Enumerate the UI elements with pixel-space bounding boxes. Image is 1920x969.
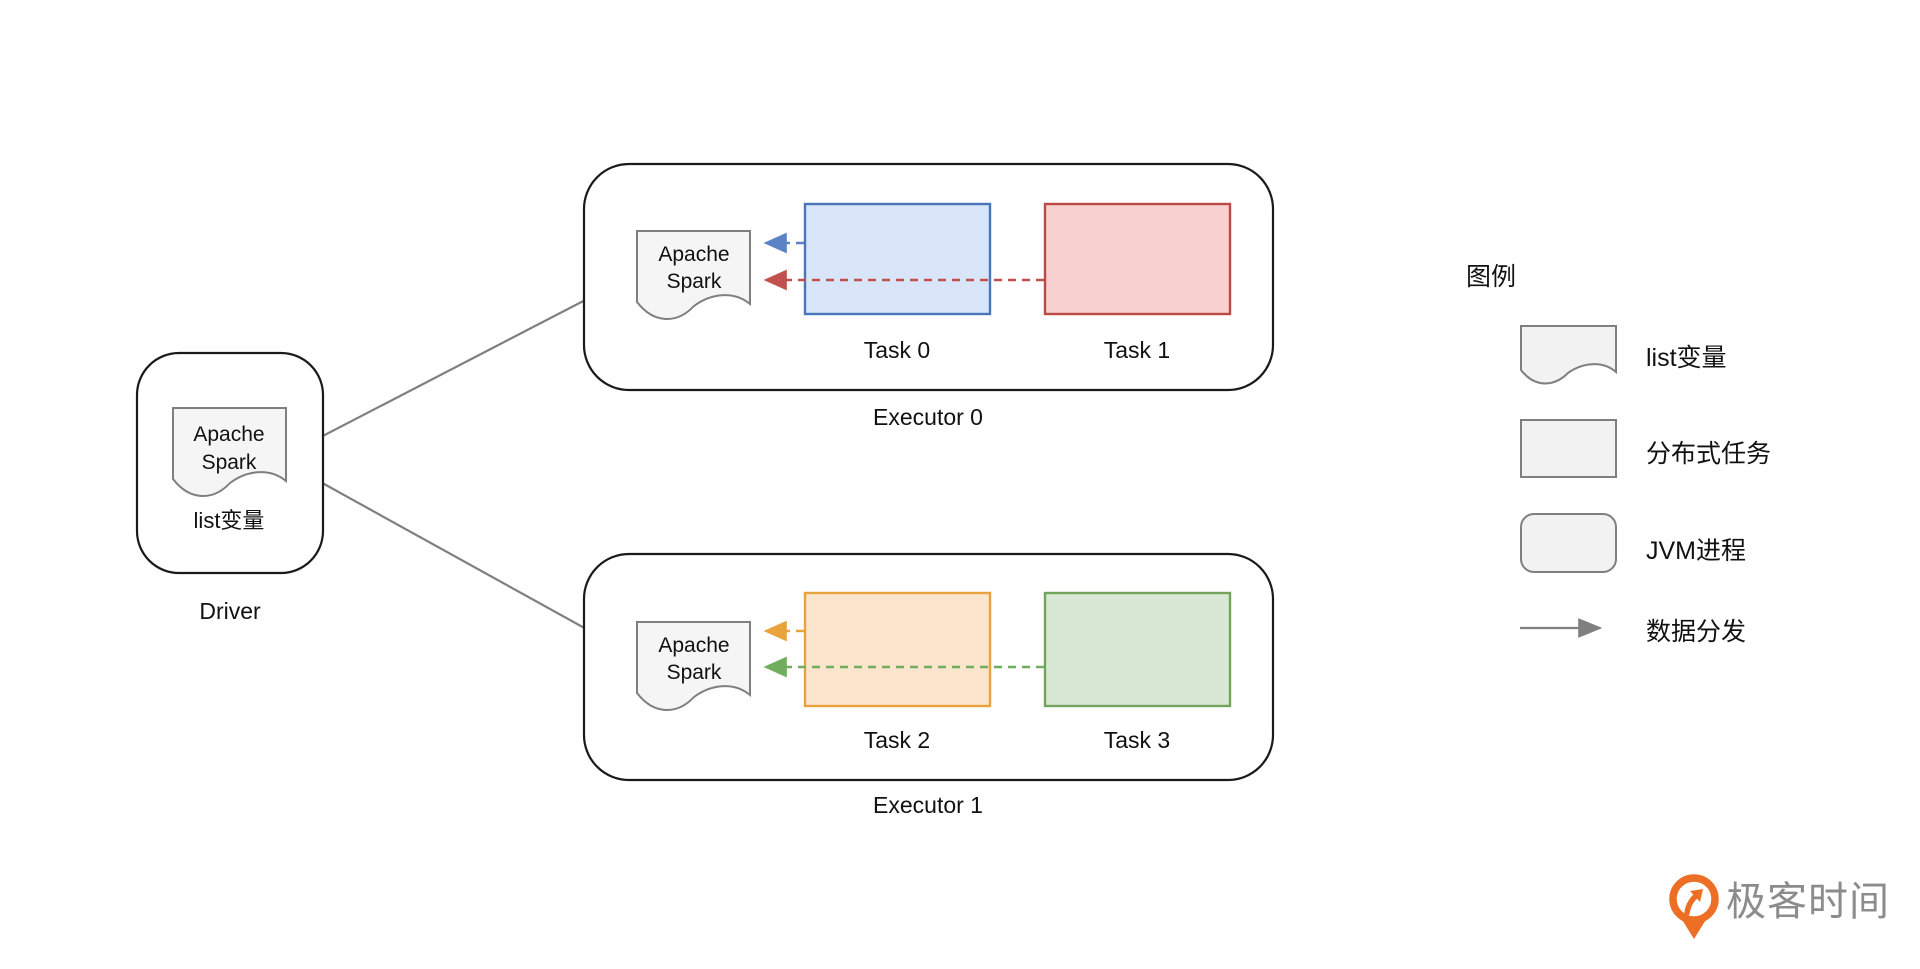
rectangle-shape-icon xyxy=(1520,419,1617,478)
executor1-list-variable-doc xyxy=(636,621,751,711)
legend-title: 图例 xyxy=(1466,263,1516,291)
legend-item-distributed-task: 分布式任务 xyxy=(1520,419,1771,478)
logo-text: 极客时间 xyxy=(1726,880,1890,924)
legend-item-list-variable: list变量 xyxy=(1520,325,1727,385)
driver-doc-text-line2: Spark xyxy=(202,451,257,474)
executor1-task2-rect xyxy=(803,591,992,708)
legend-item-jvm-process: JVM进程 xyxy=(1520,513,1746,573)
document-shape-icon xyxy=(1520,325,1617,385)
driver-group: Apache Spark list变量 Driver xyxy=(135,351,325,624)
legend-item-label: 分布式任务 xyxy=(1646,440,1771,468)
legend-item-label: 数据分发 xyxy=(1646,618,1746,646)
executor0-doc-text-line2: Spark xyxy=(667,270,722,293)
task3-label: Task 3 xyxy=(1104,727,1170,753)
task0-label: Task 0 xyxy=(864,337,930,363)
executor1-title: Executor 1 xyxy=(873,792,983,818)
executor1-task3-rect xyxy=(1043,591,1232,708)
geektime-pin-icon xyxy=(1669,874,1719,939)
driver-doc-caption: list变量 xyxy=(194,508,265,533)
executor0-list-variable-doc xyxy=(636,230,751,320)
rounded-rectangle-shape-icon xyxy=(1520,513,1617,573)
data-distribution-arrow-executor0 xyxy=(287,278,626,455)
task2-label: Task 2 xyxy=(864,727,930,753)
executor1-doc-text-line2: Spark xyxy=(667,661,722,684)
driver-title: Driver xyxy=(199,598,261,624)
pin-arrow-head xyxy=(1690,889,1703,902)
driver-list-variable-doc xyxy=(172,407,287,497)
data-distribution-arrow-executor1 xyxy=(287,463,630,654)
executor1-doc-text-line1: Apache xyxy=(658,634,729,657)
executor1-group: Apache Spark Task 2 Task 3 Executor 1 xyxy=(582,552,1275,818)
legend-item-data-distribution: 数据分发 xyxy=(1520,618,1746,646)
executor0-group: Apache Spark Task 0 Task 1 Executor 0 xyxy=(582,162,1275,430)
task1-label: Task 1 xyxy=(1104,337,1170,363)
executor0-doc-text-line1: Apache xyxy=(658,243,729,266)
legend-item-label: JVM进程 xyxy=(1646,537,1746,565)
executor0-task0-rect xyxy=(803,202,992,316)
legend-item-label: list变量 xyxy=(1646,344,1727,372)
geektime-logo: 极客时间 xyxy=(1669,874,1890,939)
driver-doc-text-line1: Apache xyxy=(193,423,264,446)
executor0-task1-rect xyxy=(1043,202,1232,316)
legend: 图例 list变量 分布式任务 JVM进程 数据分发 xyxy=(1466,263,1771,646)
executor0-title: Executor 0 xyxy=(873,404,983,430)
